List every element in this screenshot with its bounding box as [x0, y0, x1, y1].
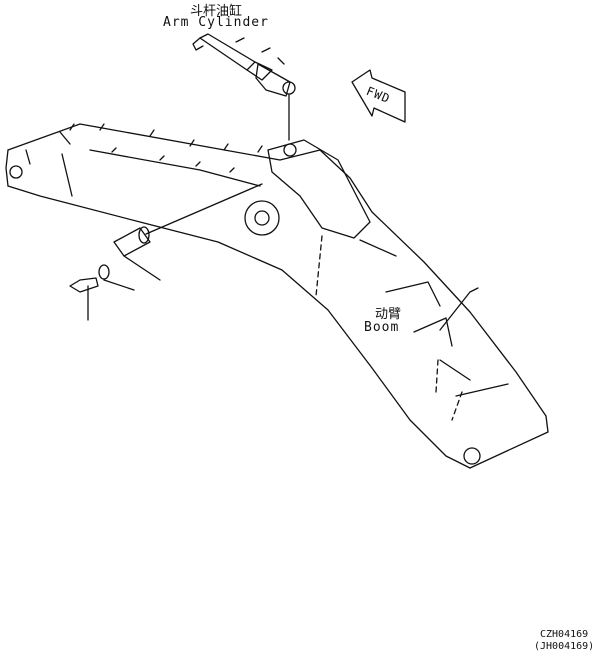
pin-part — [113, 226, 161, 281]
boom-label: Boom — [364, 320, 400, 335]
washer-part — [98, 264, 135, 291]
boom-body — [5, 123, 549, 469]
drawing-code-secondary: (JH004169) — [534, 641, 592, 652]
arm-cylinder-label: Arm Cylinder — [163, 15, 269, 30]
fwd-arrow — [351, 69, 406, 123]
pin-leader — [145, 183, 263, 235]
arm-cylinder — [192, 33, 296, 141]
drawing-code: CZH04169 — [540, 629, 589, 640]
arm-cylinder-chinese-label: 斗杆油缸 — [190, 4, 243, 19]
boom-chinese-label: 动臂 — [375, 307, 402, 322]
bolt-part — [69, 277, 99, 321]
